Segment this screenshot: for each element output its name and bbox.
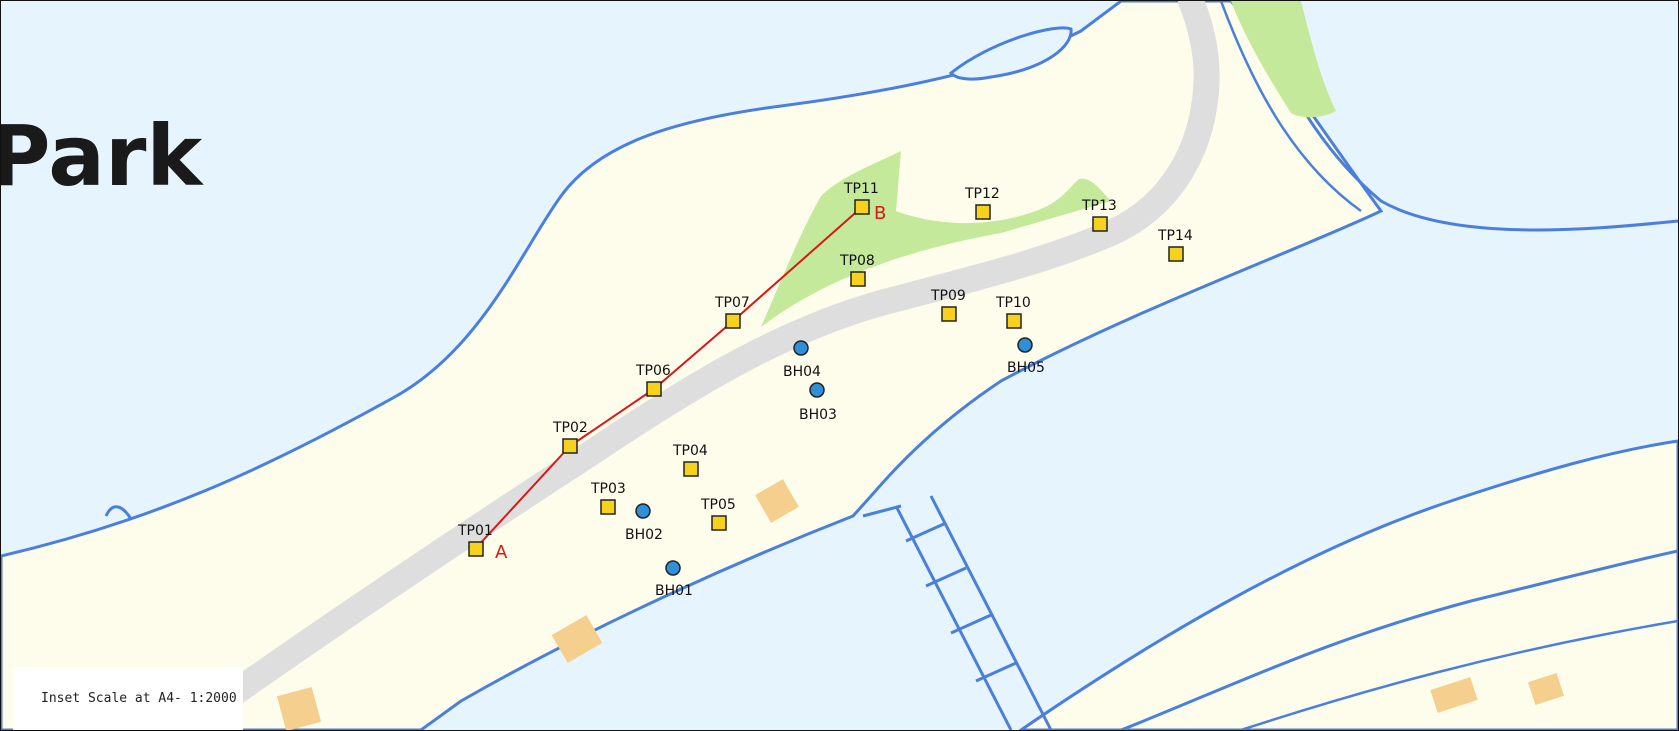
trial-pit-marker-tp09[interactable]: TP09 — [930, 288, 966, 322]
trial-pit-label: TP10 — [995, 295, 1031, 311]
section-start-label: A — [495, 542, 508, 563]
trial-pit-label: TP08 — [839, 253, 875, 269]
trial-pit-label: TP07 — [714, 295, 750, 311]
trial-pit-label: TP01 — [457, 523, 493, 539]
road — [210, 1, 1220, 714]
green-space-central — [761, 151, 1111, 327]
trial-pit-marker-tp14[interactable]: TP14 — [1157, 228, 1193, 262]
trial-pit-layer: TP01 TP02 TP03 TP04 TP05 TP06 TP07 TP08 … — [457, 181, 1193, 557]
trial-pit-label: TP09 — [930, 288, 966, 304]
small-island — [948, 26, 1073, 81]
trial-pit-marker-tp12[interactable]: TP12 — [964, 186, 1000, 220]
trial-pit-label: TP05 — [700, 497, 736, 513]
borehole-label: BH01 — [655, 583, 693, 599]
building — [755, 479, 799, 523]
shoreline-right-bottom — [1240, 619, 1678, 730]
trial-pit-label: TP03 — [590, 481, 626, 497]
trial-pit-marker-tp13[interactable]: TP13 — [1081, 198, 1117, 232]
scale-text: Inset Scale at A4- 1:2000 — [41, 691, 237, 706]
borehole-label: BH05 — [1007, 360, 1045, 376]
trial-pit-marker-tp08[interactable]: TP08 — [839, 253, 875, 287]
trial-pit-marker-tp07[interactable]: TP07 — [714, 295, 750, 329]
trial-pit-marker-tp05[interactable]: TP05 — [700, 497, 736, 531]
building — [1430, 677, 1478, 713]
trial-pit-label: TP11 — [843, 181, 879, 197]
borehole-label: BH04 — [783, 364, 821, 380]
scale-box: Inset Scale at A4- 1:2000 — [13, 667, 243, 730]
trial-pit-marker-tp06[interactable]: TP06 — [635, 363, 671, 397]
borehole-label: BH02 — [625, 527, 663, 543]
pier — [862, 495, 1053, 730]
trial-pit-marker-tp04[interactable]: TP04 — [672, 443, 708, 477]
trial-pit-label: TP13 — [1081, 198, 1117, 214]
green-space-upper — [1231, 1, 1336, 118]
trial-pit-marker-tp11[interactable]: TP11 — [843, 181, 879, 215]
shoreline-inlet — [104, 505, 133, 520]
borehole-layer: BH01 BH02 BH03 BH04 BH05 — [625, 337, 1045, 599]
borehole-marker-bh04[interactable]: BH04 — [783, 340, 821, 380]
place-label: Park — [1, 107, 204, 205]
trial-pit-label: TP12 — [964, 186, 1000, 202]
borehole-marker-bh05[interactable]: BH05 — [1007, 337, 1045, 376]
building — [276, 686, 322, 730]
building — [551, 615, 603, 663]
shoreline-right-lower — [1120, 549, 1678, 730]
trial-pit-marker-tp02[interactable]: TP02 — [552, 420, 588, 454]
borehole-marker-bh03[interactable]: BH03 — [799, 382, 837, 423]
section-end-label: B — [874, 203, 886, 224]
borehole-label: BH03 — [799, 407, 837, 423]
borehole-marker-bh02[interactable]: BH02 — [625, 503, 663, 543]
trial-pit-marker-tp03[interactable]: TP03 — [590, 481, 626, 515]
trial-pit-marker-tp10[interactable]: TP10 — [995, 295, 1031, 329]
trial-pit-label: TP06 — [635, 363, 671, 379]
land-strip-right — [1018, 439, 1678, 730]
trial-pit-label: TP02 — [552, 420, 588, 436]
trial-pit-label: TP04 — [672, 443, 708, 459]
trial-pit-marker-tp01[interactable]: TP01 — [457, 523, 493, 557]
shoreline-right-inner — [1219, 1, 1362, 213]
borehole-marker-bh01[interactable]: BH01 — [655, 560, 693, 599]
trial-pit-label: TP14 — [1157, 228, 1193, 244]
building — [1528, 672, 1564, 706]
